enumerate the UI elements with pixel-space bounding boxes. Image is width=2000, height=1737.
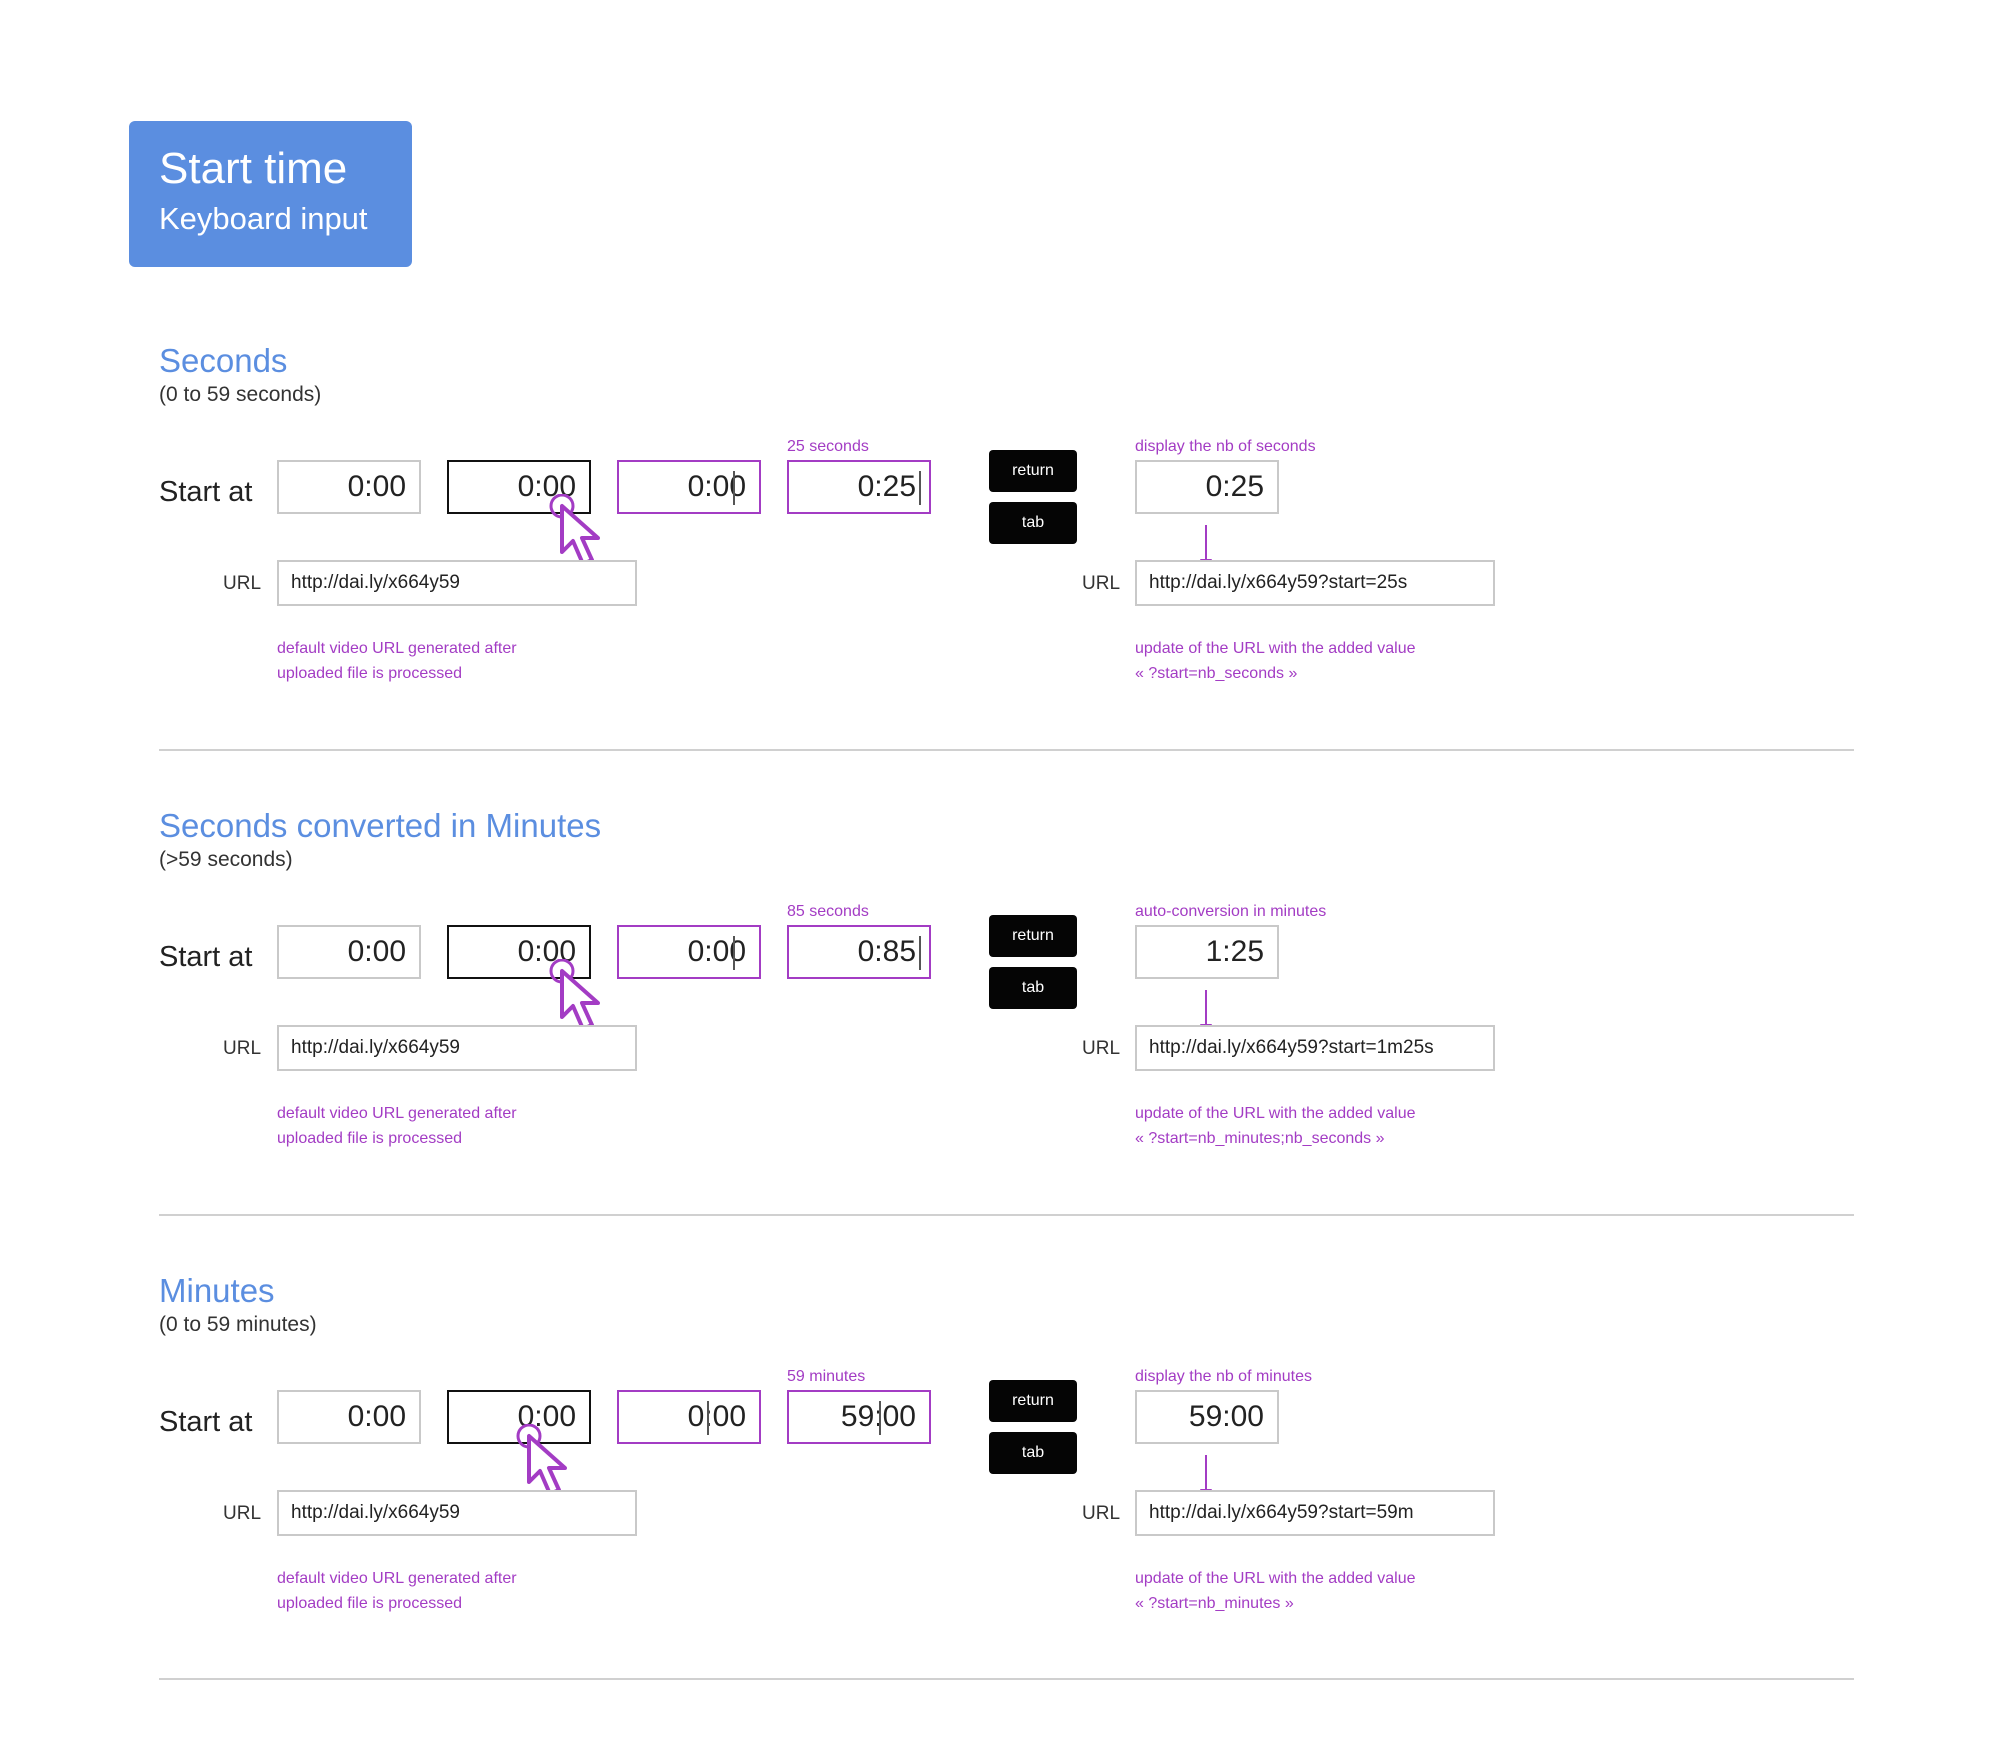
url-result-note: update of the URL with the added value «…: [1135, 1566, 1416, 1616]
time-input-value: 0:25: [857, 470, 916, 503]
section-divider: [159, 749, 1854, 751]
text-caret: [879, 1401, 881, 1435]
time-input-idle[interactable]: 0:00: [277, 925, 421, 979]
url-label: URL: [1082, 573, 1121, 594]
note-line: « ?start=nb_minutes;nb_seconds »: [1135, 1130, 1385, 1147]
result-annotation: display the nb of minutes: [1135, 1368, 1312, 1385]
note-line: default video URL generated after: [277, 640, 517, 657]
return-key[interactable]: return: [989, 915, 1077, 957]
url-label: URL: [223, 1503, 262, 1524]
note-line: update of the URL with the added value: [1135, 1570, 1416, 1587]
mouse-cursor-icon: [549, 959, 600, 1031]
time-input-focused[interactable]: 0:00: [617, 1390, 761, 1444]
note-line: update of the URL with the added value: [1135, 640, 1416, 657]
return-key[interactable]: return: [989, 1380, 1077, 1422]
section-subtitle: (>59 seconds): [159, 848, 293, 871]
url-label: URL: [1082, 1038, 1121, 1059]
time-input-focused[interactable]: 0:00: [617, 925, 761, 979]
time-input-idle[interactable]: 0:00: [277, 460, 421, 514]
title-card: Start time Keyboard input: [129, 121, 412, 267]
section-subtitle: (0 to 59 seconds): [159, 383, 322, 406]
time-input-result[interactable]: 0:25: [1135, 460, 1279, 514]
mouse-cursor-icon: [549, 494, 600, 566]
time-input-typed[interactable]: 0:25: [787, 460, 931, 514]
note-line: uploaded file is processed: [277, 1595, 463, 1612]
section-seconds: Seconds (0 to 59 seconds) Start at 0:00 …: [0, 342, 2000, 807]
time-input-result[interactable]: 1:25: [1135, 925, 1279, 979]
page-subtitle: Keyboard input: [159, 201, 368, 236]
tab-key[interactable]: tab: [989, 1432, 1077, 1474]
url-field-result[interactable]: http://dai.ly/x664y59?start=25s: [1135, 560, 1495, 606]
url-field-result[interactable]: http://dai.ly/x664y59?start=59m: [1135, 1490, 1495, 1536]
url-label: URL: [223, 573, 262, 594]
time-input-hover[interactable]: 0:00: [447, 925, 591, 979]
time-input-value: 0:00: [687, 470, 746, 503]
tab-key[interactable]: tab: [989, 502, 1077, 544]
return-key[interactable]: return: [989, 450, 1077, 492]
note-line: « ?start=nb_minutes »: [1135, 1595, 1294, 1612]
time-input-focused[interactable]: 0:00: [617, 460, 761, 514]
url-field-default[interactable]: http://dai.ly/x664y59: [277, 1025, 637, 1071]
page-title: Start time: [159, 144, 348, 193]
note-line: uploaded file is processed: [277, 1130, 463, 1147]
section-title: Minutes: [159, 1272, 275, 1309]
section-seconds-to-minutes: Seconds converted in Minutes (>59 second…: [0, 807, 2000, 1272]
url-field-result[interactable]: http://dai.ly/x664y59?start=1m25s: [1135, 1025, 1495, 1071]
url-label: URL: [1082, 1503, 1121, 1524]
time-input-value: 59:00: [841, 1400, 916, 1433]
section-title: Seconds converted in Minutes: [159, 807, 602, 844]
note-line: default video URL generated after: [277, 1105, 517, 1122]
url-field-default[interactable]: http://dai.ly/x664y59: [277, 1490, 637, 1536]
mouse-cursor-icon: [516, 1424, 567, 1496]
text-caret: [733, 471, 735, 505]
text-caret: [919, 936, 921, 970]
url-field-default[interactable]: http://dai.ly/x664y59: [277, 560, 637, 606]
url-result-note: update of the URL with the added value «…: [1135, 1101, 1416, 1151]
result-annotation: display the nb of seconds: [1135, 438, 1316, 455]
note-line: uploaded file is processed: [277, 665, 463, 682]
time-input-hover[interactable]: 0:00: [447, 460, 591, 514]
url-default-note: default video URL generated after upload…: [277, 1101, 517, 1151]
note-line: default video URL generated after: [277, 1570, 517, 1587]
time-input-idle[interactable]: 0:00: [277, 1390, 421, 1444]
section-subtitle: (0 to 59 minutes): [159, 1313, 317, 1336]
start-at-label: Start at: [159, 941, 253, 973]
time-input-value: 0:00: [687, 935, 746, 968]
time-input-value: 0:00: [687, 1400, 746, 1433]
time-input-typed[interactable]: 0:85: [787, 925, 931, 979]
start-at-label: Start at: [159, 1406, 253, 1438]
text-caret: [919, 471, 921, 505]
url-label: URL: [223, 1038, 262, 1059]
url-default-note: default video URL generated after upload…: [277, 1566, 517, 1616]
url-default-note: default video URL generated after upload…: [277, 636, 517, 686]
note-line: update of the URL with the added value: [1135, 1105, 1416, 1122]
text-caret: [707, 1401, 709, 1435]
section-divider: [159, 1214, 1854, 1216]
note-line: « ?start=nb_seconds »: [1135, 665, 1298, 682]
time-input-result[interactable]: 59:00: [1135, 1390, 1279, 1444]
start-at-label: Start at: [159, 476, 253, 508]
section-minutes: Minutes (0 to 59 minutes) Start at 0:00 …: [0, 1272, 2000, 1737]
typed-annotation: 85 seconds: [787, 903, 869, 920]
typed-annotation: 25 seconds: [787, 438, 869, 455]
time-input-typed[interactable]: 59:00: [787, 1390, 931, 1444]
section-divider: [159, 1678, 1854, 1680]
text-caret: [733, 936, 735, 970]
url-result-note: update of the URL with the added value «…: [1135, 636, 1416, 686]
time-input-value: 0:85: [857, 935, 916, 968]
tab-key[interactable]: tab: [989, 967, 1077, 1009]
typed-annotation: 59 minutes: [787, 1368, 866, 1385]
result-annotation: auto-conversion in minutes: [1135, 903, 1327, 920]
section-title: Seconds: [159, 342, 288, 379]
